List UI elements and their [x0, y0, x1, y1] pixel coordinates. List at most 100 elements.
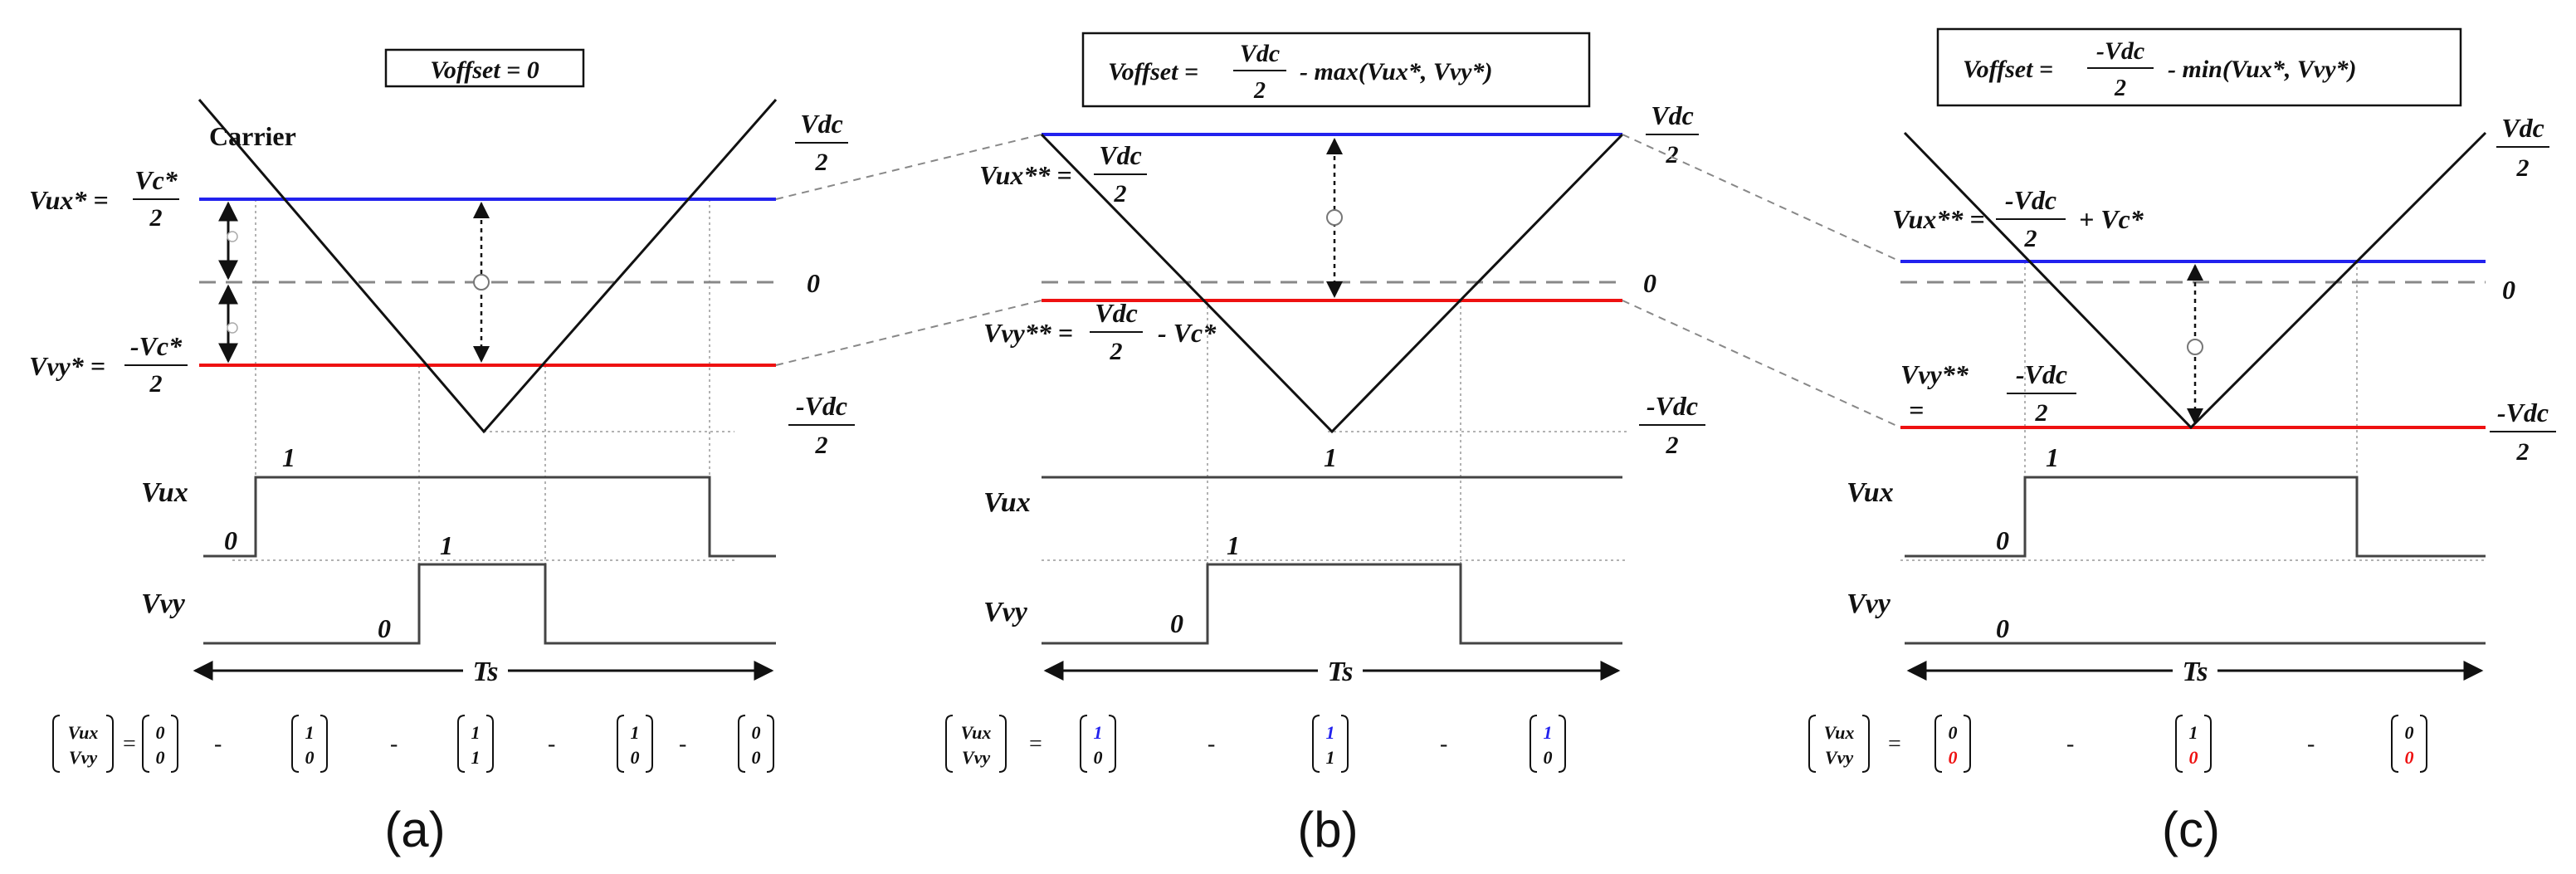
vvy-offset-num: Vdc: [1095, 298, 1138, 328]
vvy-one: 1: [440, 530, 453, 560]
svg-text:0: 0: [2405, 747, 2414, 768]
svg-text:0: 0: [305, 747, 315, 768]
vvy-zero: 0: [378, 613, 391, 643]
vux-one-b: 1: [1324, 442, 1337, 472]
neg-vdc-den-b: 2: [1666, 432, 1679, 459]
svg-text:Vux: Vux: [961, 722, 992, 743]
svg-text:-: -: [2307, 731, 2315, 757]
svg-text:-: -: [2066, 731, 2074, 757]
panel-b: Voffset = Vdc 2 - max(Vux*, Vvy*) Vux** …: [945, 32, 1705, 857]
vux-offset-post-c: + Vc*: [2079, 204, 2144, 234]
panel-a-title-box: [384, 48, 585, 88]
svg-text:1: 1: [471, 722, 481, 743]
svg-text:Vvy: Vvy: [962, 747, 990, 768]
neg-vdc-den-c: 2: [2516, 438, 2530, 466]
vector-c-3: 0 0: [2391, 715, 2427, 773]
svg-text:0: 0: [1094, 747, 1103, 768]
vvy-one-b: 1: [1227, 530, 1240, 560]
vux-label: Vux: [141, 477, 188, 508]
svg-text:0: 0: [2405, 722, 2414, 743]
panel-a-title: Voffset = 0: [430, 56, 539, 84]
svg-text:Vvy: Vvy: [1825, 747, 1853, 768]
vdc-num-c: Vdc: [2501, 113, 2544, 143]
vux-offset-num-c: -Vdc: [2005, 185, 2056, 215]
vector-b-3: 1 0: [1530, 715, 1566, 773]
vux-offset-label: Vux** =: [979, 160, 1072, 190]
vvy-offset-label: Vvy** =: [983, 318, 1073, 348]
vector-5: 0 0: [738, 715, 774, 773]
svg-text:0: 0: [2189, 747, 2198, 768]
svg-text:-: -: [390, 731, 398, 757]
vector-sequence-c: Vux Vvy = 0 0 - 1 0 - 0 0: [1808, 715, 2427, 773]
vvy-ref-label: Vvy* =: [29, 351, 105, 381]
vux-label-c: Vux: [1847, 477, 1894, 508]
svg-text:Vux: Vux: [68, 722, 99, 743]
svg-text:0: 0: [156, 722, 165, 743]
vector-sequence-b: Vux Vvy = 1 0 - 1 1 - 1 0: [945, 715, 1566, 773]
panel-c: Voffset = -Vdc 2 - min(Vux*, Vvy*) Vux**…: [1808, 27, 2556, 857]
svg-text:-: -: [1208, 731, 1215, 757]
carrier-wave-c: [1903, 131, 2487, 430]
carrier-wave: [198, 99, 778, 434]
carrier-wave-b: [1040, 133, 1624, 434]
vux-ref-label: Vux* =: [29, 185, 109, 215]
neg-vc-den: 2: [149, 370, 163, 398]
svg-text:0: 0: [1949, 722, 1958, 743]
vux-offset-den-c: 2: [2024, 225, 2037, 252]
ts-label: Ts: [473, 657, 499, 687]
vvy-zero-b: 0: [1170, 608, 1183, 638]
vvy-offset-label-c: Vvy**: [1900, 359, 1969, 389]
panel-c-title-pre: Voffset =: [1963, 56, 2053, 83]
vector-c-2: 1 0: [2175, 715, 2212, 773]
vvy-label: Vvy: [141, 588, 186, 619]
neg-vdc-num-b: -Vdc: [1647, 391, 1698, 421]
vvy-zero-c: 0: [1996, 613, 2009, 643]
vdc-den: 2: [815, 149, 828, 176]
svg-text:1: 1: [471, 747, 481, 768]
vc-num: Vc*: [134, 165, 178, 195]
ts-label-c: Ts: [2183, 657, 2208, 687]
svg-text:0: 0: [1544, 747, 1553, 768]
neg-vdc-num: -Vdc: [796, 391, 847, 421]
vector-1: 0 0: [142, 715, 178, 773]
panel-b-title-num: Vdc: [1240, 40, 1280, 67]
svg-text:-: -: [679, 731, 686, 757]
vector-4: 1 0: [617, 715, 653, 773]
panel-c-title-den: 2: [2114, 76, 2126, 101]
vdc-den-b: 2: [1666, 141, 1679, 168]
vvy-offset-post: - Vc*: [1158, 318, 1217, 348]
svg-text:=: =: [1888, 731, 1901, 757]
vector-2: 1 0: [291, 715, 328, 773]
vux-label-b: Vux: [983, 487, 1031, 518]
carrier-label: Carrier: [209, 121, 296, 151]
svg-text:Vux: Vux: [1824, 722, 1855, 743]
svg-text:-: -: [214, 731, 222, 757]
svg-text:=: =: [123, 731, 136, 757]
vvy-label-b: Vvy: [983, 597, 1028, 627]
svg-text:1: 1: [1326, 722, 1335, 743]
panel-c-title-post: - min(Vux*, Vvy*): [2168, 56, 2357, 83]
svg-text:1: 1: [1094, 722, 1103, 743]
svg-text:0: 0: [1949, 747, 1958, 768]
vector-3: 1 1: [457, 715, 494, 773]
svg-text:1: 1: [631, 722, 640, 743]
panel-b-title-den: 2: [1253, 78, 1266, 104]
svg-text:0: 0: [752, 747, 761, 768]
svg-text:Vvy: Vvy: [69, 747, 97, 768]
caption-b: (b): [1297, 802, 1358, 857]
svg-text:0: 0: [156, 747, 165, 768]
svg-text:1: 1: [2189, 722, 2198, 743]
svg-text:-: -: [548, 731, 555, 757]
vux-pulse: [203, 476, 776, 558]
panel-b-title-post: - max(Vux*, Vvy*): [1300, 58, 1493, 85]
vux-one-c: 1: [2046, 442, 2059, 472]
vux-one: 1: [282, 442, 295, 472]
zero-label: 0: [807, 268, 820, 298]
panel-a: Voffset = 0 Carrier Vux* = Vc* 2 Vvy: [29, 48, 855, 857]
vvy-label-c: Vvy: [1847, 588, 1891, 619]
zero-label-b: 0: [1643, 268, 1656, 298]
vector-b-1: 1 0: [1080, 715, 1116, 773]
vdc-num-b: Vdc: [1651, 100, 1694, 130]
neg-vdc-den: 2: [815, 432, 828, 459]
